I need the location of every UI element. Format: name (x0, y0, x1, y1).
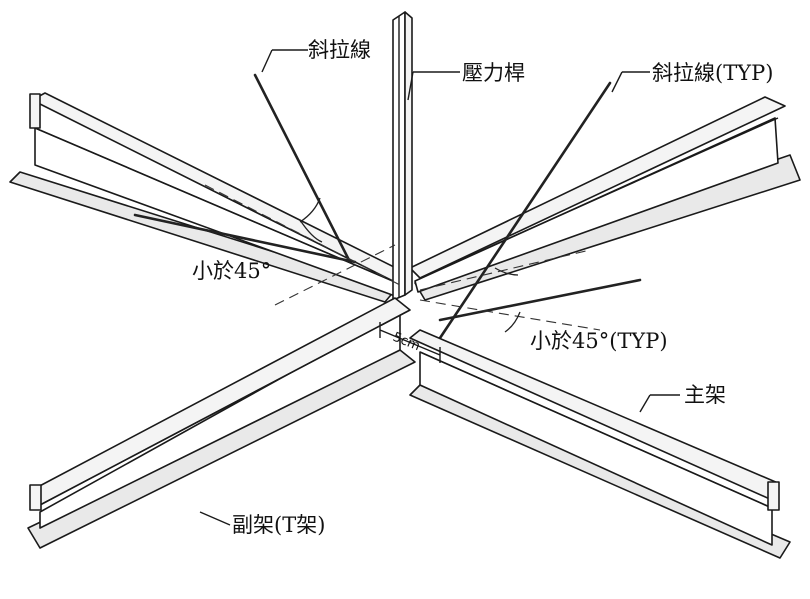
projection-lines (204, 184, 601, 331)
leader-lines (199, 49, 680, 526)
diagonal-wire-left-horizontal (133, 213, 357, 264)
label-diagonal-wire-typ: 斜拉線(TYP) (652, 61, 773, 85)
label-angle-left: 小於45° (192, 259, 271, 283)
label-main-runner: 主架 (684, 383, 726, 407)
label-angle-right: 小於45°(TYP) (530, 329, 668, 353)
angle-arcs (299, 197, 521, 333)
cross-tee-front-arm (409, 329, 791, 559)
diagonal-wire-left (253, 73, 352, 264)
diagonal-wires (133, 73, 642, 340)
label-compression-rod: 壓力桿 (462, 61, 525, 85)
label-diagonal-wire: 斜拉線 (308, 38, 371, 62)
compression-rod (392, 11, 413, 301)
main-runner-back-arm (409, 96, 801, 301)
main-runner-front-arm (27, 297, 416, 549)
label-cross-tee: 副架(T架) (232, 513, 325, 537)
diagonal-wire-right (438, 81, 612, 340)
diagonal-wire-right-horizontal (438, 278, 642, 322)
